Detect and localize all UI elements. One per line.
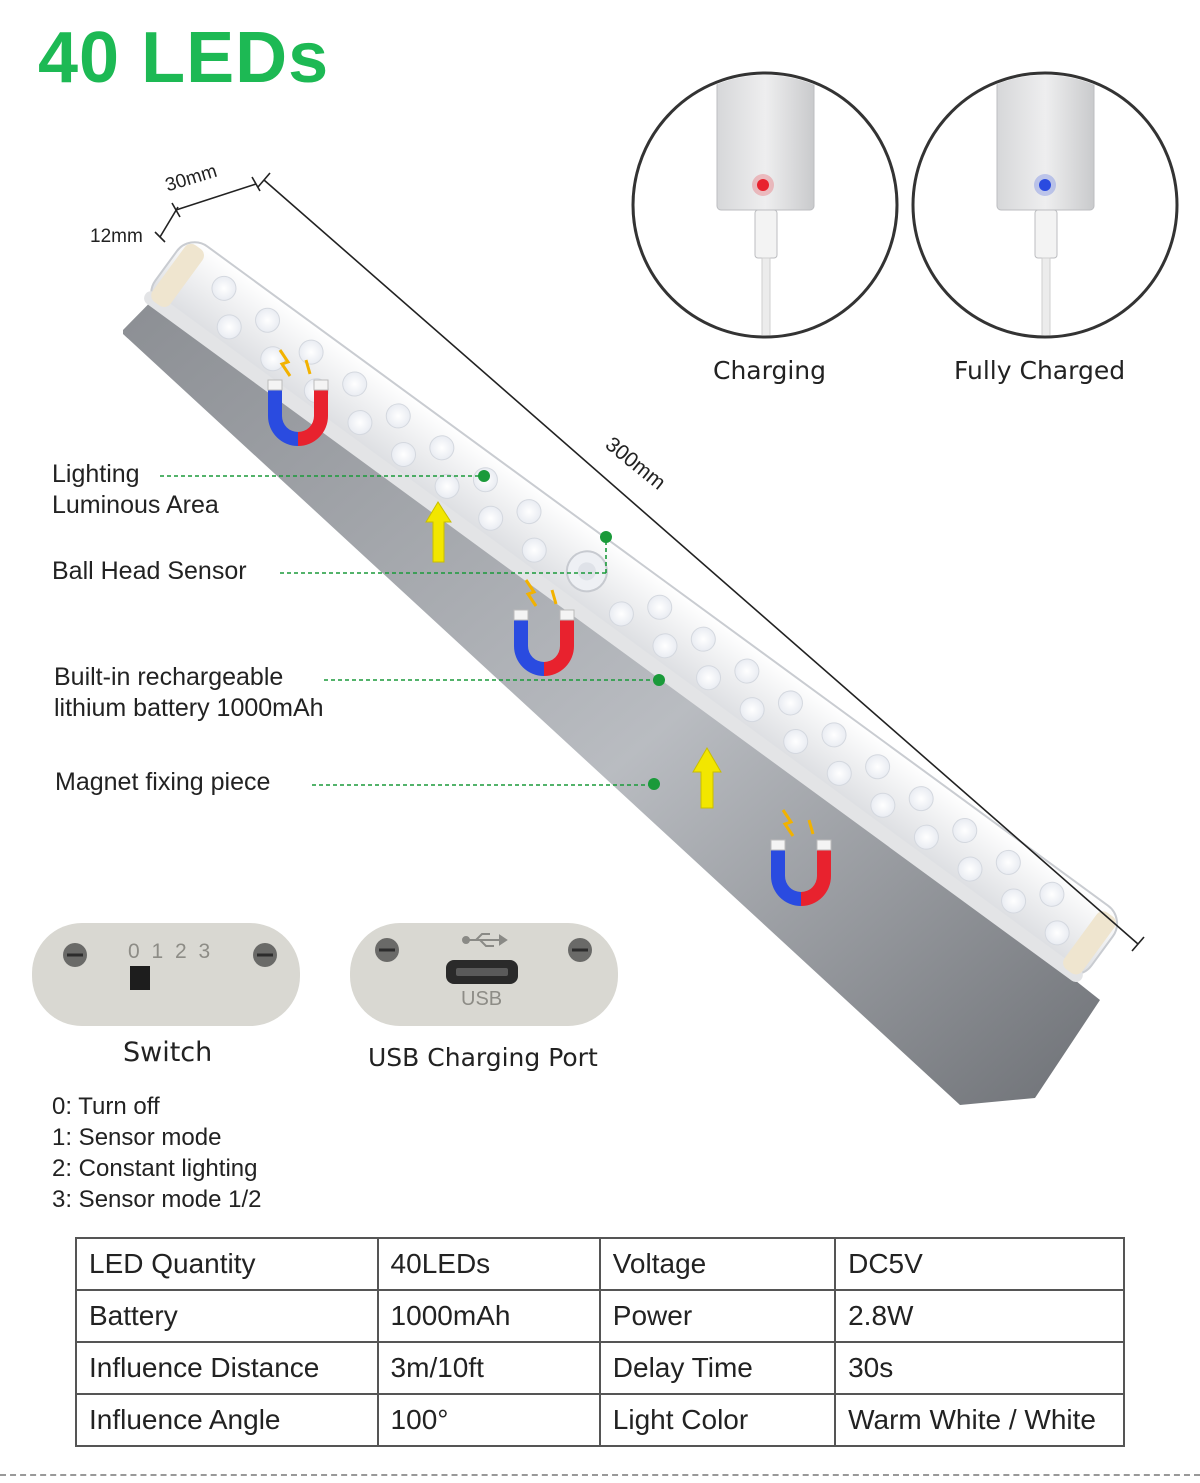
- table-cell: Delay Time: [598, 1341, 837, 1395]
- table-cell: 2.8W: [834, 1289, 1125, 1343]
- led-dot: [995, 849, 1021, 875]
- led-dot: [521, 537, 547, 563]
- magnet-icon: [513, 579, 575, 676]
- led-dot: [211, 275, 237, 301]
- led-dot: [957, 856, 983, 882]
- led-dot: [821, 722, 847, 748]
- table-cell: Influence Distance: [75, 1341, 379, 1395]
- arrow-up-icon: [692, 747, 722, 809]
- callout-lighting: Lighting Luminous Area: [52, 459, 219, 521]
- led-dot: [347, 410, 373, 436]
- switch-caption: Switch: [123, 1037, 213, 1068]
- led-dot: [734, 658, 760, 684]
- callout-battery-line2: lithium battery 1000mAh: [54, 694, 324, 722]
- magnet-icon: [770, 809, 832, 906]
- table-row: LED Quantity 40LEDs Voltage DC5V: [75, 1237, 1125, 1291]
- callout-battery-line1: Built-in rechargeable: [54, 663, 284, 691]
- led-dot: [255, 307, 281, 333]
- table-cell: Voltage: [598, 1237, 837, 1291]
- fully-charged-label: Fully Charged: [954, 356, 1126, 385]
- mode-item: 1: Sensor mode: [52, 1124, 222, 1151]
- led-dot: [913, 824, 939, 850]
- led-dot: [1039, 881, 1065, 907]
- led-dot: [1044, 920, 1070, 946]
- led-dot: [865, 754, 891, 780]
- led-dot: [298, 339, 324, 365]
- led-dot: [777, 690, 803, 716]
- slide-switch-knob: [130, 966, 150, 990]
- arrow-up-icon: [425, 501, 452, 563]
- table-cell: 100°: [376, 1393, 601, 1447]
- table-cell: Influence Angle: [75, 1393, 379, 1447]
- table-row: Influence Distance 3m/10ft Delay Time 30…: [75, 1341, 1125, 1395]
- usb-caption: USB Charging Port: [368, 1043, 598, 1072]
- led-dot: [908, 786, 934, 812]
- led-dot: [385, 403, 411, 429]
- switch-positions: 0 1 2 3: [128, 940, 214, 963]
- magnet-icon: [267, 349, 329, 446]
- attach-arrows: [425, 501, 722, 809]
- led-dot: [952, 818, 978, 844]
- mode-list: 0: Turn off 1: Sensor mode 2: Constant l…: [52, 1091, 261, 1215]
- led-dot: [739, 697, 765, 723]
- table-cell: DC5V: [834, 1237, 1125, 1291]
- led-dot: [608, 601, 634, 627]
- led-dot: [870, 792, 896, 818]
- table-cell: 1000mAh: [376, 1289, 601, 1343]
- callout-battery: Built-in rechargeable lithium battery 10…: [54, 662, 324, 724]
- table-cell: Power: [598, 1289, 837, 1343]
- led-dot: [690, 626, 716, 652]
- mode-item: 2: Constant lighting: [52, 1155, 258, 1182]
- magnet-fixing-plate: [123, 272, 1100, 1105]
- fully-charged-status-circle: [911, 71, 1179, 339]
- led-dot: [826, 760, 852, 786]
- led-dot: [652, 633, 678, 659]
- led-dot: [696, 665, 722, 691]
- callout-lighting-line2: Luminous Area: [52, 491, 219, 519]
- callout-magnet: Magnet fixing piece: [55, 768, 271, 796]
- charging-label: Charging: [713, 356, 826, 385]
- led-dot: [647, 594, 673, 620]
- table-cell: 30s: [834, 1341, 1125, 1395]
- headline: 40 LEDs: [38, 18, 330, 98]
- led-dot: [342, 371, 368, 397]
- led-dot: [1001, 888, 1027, 914]
- charging-status-circle: [631, 71, 899, 339]
- usb-port-label: USB: [461, 988, 503, 1010]
- table-cell: Light Color: [598, 1393, 837, 1447]
- dimension-lines: [154, 172, 1145, 952]
- led-dot: [216, 314, 242, 340]
- bottom-divider: [0, 1474, 1200, 1476]
- table-cell: Warm White / White: [834, 1393, 1125, 1447]
- table-cell: LED Quantity: [75, 1237, 379, 1291]
- height-dimension: 12mm: [90, 226, 143, 247]
- callout-lighting-line1: Lighting: [52, 460, 140, 488]
- table-cell: 3m/10ft: [376, 1341, 601, 1395]
- mode-item: 3: Sensor mode 1/2: [52, 1186, 262, 1213]
- led-dot: [516, 499, 542, 525]
- usb-port-closeup: [350, 923, 618, 1026]
- callout-dots: [478, 470, 665, 790]
- led-light-bar: [144, 241, 1119, 983]
- spec-table: LED Quantity 40LEDs Voltage DC5V Battery…: [75, 1237, 1125, 1447]
- usb-icon: [462, 933, 508, 947]
- led-dot: [478, 505, 504, 531]
- switch-closeup: [32, 923, 300, 1026]
- table-cell: 40LEDs: [376, 1237, 601, 1291]
- mode-item: 0: Turn off: [52, 1093, 160, 1120]
- table-row: Influence Angle 100° Light Color Warm Wh…: [75, 1393, 1125, 1447]
- table-row: Battery 1000mAh Power 2.8W: [75, 1289, 1125, 1343]
- led-dot: [429, 435, 455, 461]
- led-dot: [783, 728, 809, 754]
- table-cell: Battery: [75, 1289, 379, 1343]
- led-dot: [391, 441, 417, 467]
- callout-sensor: Ball Head Sensor: [52, 557, 247, 585]
